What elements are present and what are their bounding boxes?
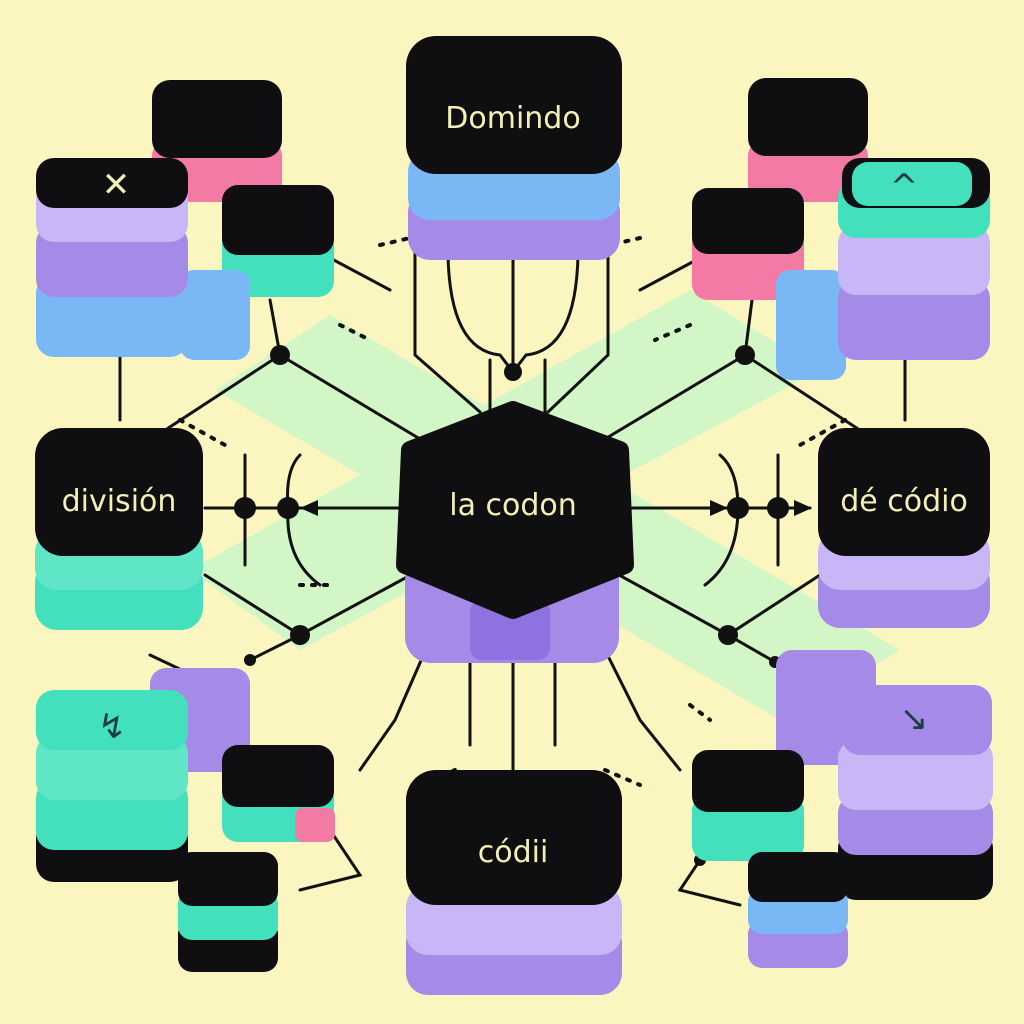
arrow-left-arm xyxy=(300,500,318,516)
node-center-label: la codon xyxy=(449,488,577,523)
node-left[interactable]: división xyxy=(35,428,203,630)
node-small-bottom-right-2[interactable] xyxy=(748,852,848,968)
dotted-left-b xyxy=(338,323,372,342)
chevron-up-icon: ^ xyxy=(890,167,919,207)
node-small-top-right[interactable] xyxy=(748,78,868,202)
close-icon: ✕ xyxy=(102,165,131,205)
connector-top-right-drop xyxy=(546,236,610,414)
connector-bottom-right-outer xyxy=(598,638,682,772)
link-teal-small xyxy=(328,256,392,292)
connector-top-left-drop xyxy=(413,238,482,414)
node-bottom-label: códii xyxy=(478,835,549,870)
junction-left-a xyxy=(234,497,256,519)
junction-lower-right xyxy=(718,625,738,645)
arrow-right-arm-outer xyxy=(794,500,812,516)
link-bottom-left-small xyxy=(298,828,363,892)
arrow-right-arm-inner xyxy=(710,500,728,516)
node-stack-bottom-right[interactable]: ↘ xyxy=(776,650,993,900)
junction-right-a xyxy=(727,497,749,519)
junction-lower-left xyxy=(290,625,310,645)
node-stack-right[interactable]: ^ xyxy=(776,158,990,380)
arrow-squiggle-icon: ↯ xyxy=(98,707,127,747)
node-small-bottom-left[interactable] xyxy=(222,745,335,842)
connector-top-curve-right xyxy=(511,253,580,374)
dotted-connectors xyxy=(178,236,847,787)
node-right[interactable]: dé códio xyxy=(818,428,990,628)
node-top[interactable]: Domindo xyxy=(406,36,622,260)
junction-right-b xyxy=(767,497,789,519)
node-small-bottom-left-2[interactable] xyxy=(178,852,278,972)
node-top-label: Domindo xyxy=(445,101,580,136)
junction-lower-left-spur xyxy=(244,654,256,666)
node-small-teal-left[interactable] xyxy=(222,185,334,297)
connector-top-curve-left xyxy=(446,253,515,374)
dotted-mid-right xyxy=(688,703,712,722)
junction-upper-right xyxy=(735,345,755,365)
junction-left-b xyxy=(277,497,299,519)
arrowheads xyxy=(300,500,812,516)
node-small-bottom-right[interactable] xyxy=(692,750,804,861)
dotted-right-a xyxy=(798,418,847,447)
node-stack-bottom-left[interactable]: ↯ xyxy=(36,668,250,882)
link-pink-small xyxy=(638,256,702,292)
junction-top-lower xyxy=(504,363,522,381)
node-center[interactable]: la codon xyxy=(396,401,634,663)
node-stack-left[interactable]: ✕ xyxy=(36,158,250,360)
node-left-label: división xyxy=(62,484,177,519)
node-small-pink-right[interactable] xyxy=(692,188,804,300)
link-bottom-right-small xyxy=(677,858,742,907)
connector-bottom-left-outer xyxy=(358,638,432,772)
arrow-down-right-icon: ↘ xyxy=(900,699,929,739)
dotted-top-left xyxy=(378,236,412,247)
node-right-label: dé códio xyxy=(840,484,968,519)
dotted-left-a xyxy=(178,418,227,447)
junction-upper-left xyxy=(270,345,290,365)
node-bottom[interactable]: códii xyxy=(406,770,622,995)
